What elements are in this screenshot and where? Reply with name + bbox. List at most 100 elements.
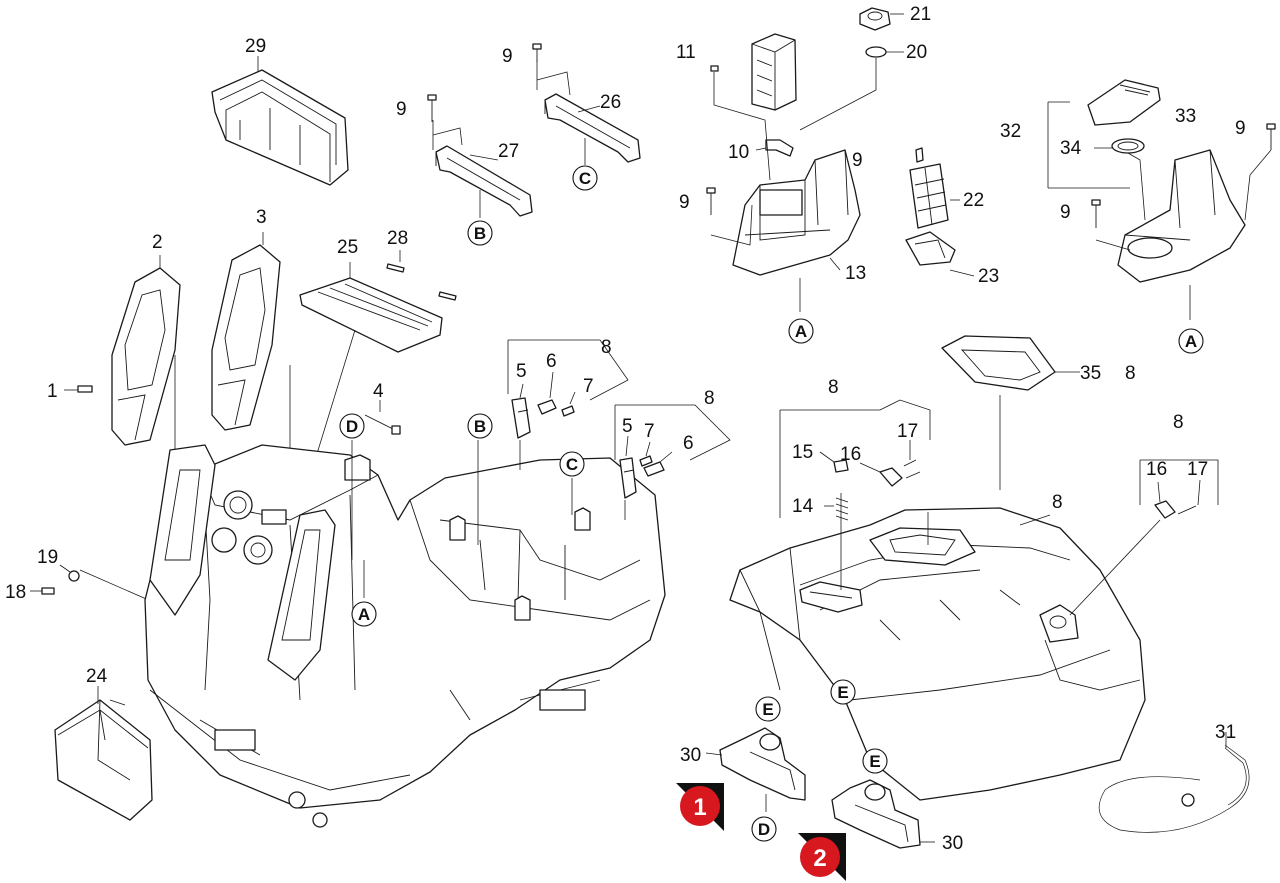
part-7-screw-right — [639, 441, 653, 467]
ref-marker-e-hinge-left: E — [755, 696, 781, 722]
part-31-cable — [1098, 732, 1250, 833]
callout-6-right: 6 — [683, 433, 694, 454]
callout-31: 31 — [1215, 722, 1236, 743]
part-11-screw — [710, 65, 771, 181]
part-34-seal — [1094, 138, 1146, 221]
bracket-8-right — [614, 404, 731, 461]
callout-8-right: 8 — [1173, 412, 1184, 433]
callout-26: 26 — [600, 92, 621, 113]
bracket-8-cover — [779, 399, 931, 518]
callout-17-left: 17 — [897, 421, 918, 442]
part-32-cap — [1047, 79, 1161, 189]
part-29-storage-tray — [211, 56, 349, 186]
ref-marker-b-upper: B — [467, 220, 493, 246]
part-10-clip — [755, 139, 794, 157]
view-badge-1: 1 — [676, 783, 724, 831]
callout-6-left: 6 — [546, 351, 557, 372]
svg-text:D: D — [346, 417, 358, 436]
screw-9-right-lower — [1091, 199, 1131, 251]
part-16-latch-right — [1154, 481, 1176, 519]
callout-9-right-upper: 9 — [1235, 118, 1246, 139]
part-13-console — [732, 149, 861, 312]
svg-text:C: C — [566, 455, 578, 474]
callout-9-console-top: 9 — [852, 150, 863, 171]
part-27-bracket — [432, 120, 533, 218]
part-2-handle — [111, 255, 181, 460]
callout-9-right-lower: 9 — [1060, 202, 1071, 223]
part-33-console — [1117, 149, 1246, 320]
part-15-knob — [819, 451, 849, 473]
callout-7-left: 7 — [583, 376, 594, 397]
ref-marker-b-body: B — [467, 413, 493, 439]
callout-15: 15 — [792, 442, 813, 463]
screw-9-left — [427, 94, 437, 122]
svg-text:E: E — [837, 683, 848, 702]
callout-8-hood: 8 — [1052, 492, 1063, 513]
callout-29: 29 — [245, 36, 266, 57]
screw-9-right-upper — [1244, 123, 1276, 221]
callout-9-console: 9 — [679, 192, 690, 213]
callout-28: 28 — [387, 228, 408, 249]
callout-labels: 29 9 26 9 27 11 21 20 10 9 9 22 13 23 33… — [5, 4, 1246, 854]
callout-17-right: 17 — [1187, 459, 1208, 480]
ref-marker-d-hinge: D — [751, 816, 777, 842]
callout-3: 3 — [256, 207, 267, 228]
callout-16-left: 16 — [840, 444, 861, 465]
part-16-latch-left — [859, 462, 903, 487]
callout-1: 1 — [47, 381, 58, 402]
main-hood-cover — [729, 395, 1146, 801]
callout-33: 33 — [1175, 106, 1196, 127]
callout-13: 13 — [845, 263, 866, 284]
bracket-8-left — [507, 339, 629, 401]
svg-text:A: A — [795, 322, 807, 341]
ref-marker-d-body: D — [339, 413, 365, 439]
callout-9-left: 9 — [396, 99, 407, 120]
callout-2: 2 — [152, 232, 163, 253]
part-21-cap — [859, 7, 904, 31]
ref-marker-a-body: A — [351, 601, 377, 627]
callout-8-body-right: 8 — [704, 388, 715, 409]
callout-20: 20 — [906, 42, 927, 63]
ref-marker-a-console: A — [788, 318, 814, 344]
callout-14: 14 — [792, 496, 814, 517]
ref-marker-c-upper: C — [572, 165, 598, 191]
callout-21: 21 — [910, 4, 931, 25]
part-1-screw — [64, 385, 93, 393]
part-17-screw-right — [1069, 459, 1219, 616]
ref-marker-c-body: C — [559, 451, 585, 477]
part-5-latch-right — [619, 435, 637, 520]
screw-9-console — [706, 187, 753, 246]
callout-30-left: 30 — [680, 745, 701, 766]
callout-8-frame: 8 — [1125, 363, 1136, 384]
ref-marker-e-cover: E — [830, 679, 856, 705]
callout-11: 11 — [676, 42, 696, 63]
part-25-cover — [299, 262, 443, 471]
callout-18: 18 — [5, 582, 26, 603]
svg-text:1: 1 — [693, 794, 706, 821]
part-30-hinge-left — [705, 727, 806, 812]
svg-text:E: E — [762, 700, 773, 719]
part-35-frame — [941, 335, 1080, 391]
part-30-hinge-right — [831, 779, 935, 849]
view-badge-2: 2 — [798, 833, 846, 881]
svg-text:B: B — [474, 417, 486, 436]
callout-30-right: 30 — [942, 833, 963, 854]
callout-5-right: 5 — [622, 416, 633, 437]
reference-markers: B C A A D B C A — [339, 165, 1204, 842]
svg-text:B: B — [474, 224, 486, 243]
callout-32: 32 — [1000, 121, 1021, 142]
svg-text:A: A — [1185, 332, 1197, 351]
callout-4: 4 — [373, 381, 384, 402]
part-26-bracket — [536, 60, 641, 165]
callout-25: 25 — [337, 237, 358, 258]
callout-23: 23 — [978, 266, 999, 287]
svg-text:C: C — [579, 169, 591, 188]
callout-35: 35 — [1080, 363, 1101, 384]
callout-10: 10 — [728, 142, 749, 163]
callout-24: 24 — [86, 666, 108, 687]
callout-8-cover: 8 — [828, 377, 839, 398]
part-4-screw — [364, 400, 401, 435]
part-20-seal — [799, 46, 904, 131]
